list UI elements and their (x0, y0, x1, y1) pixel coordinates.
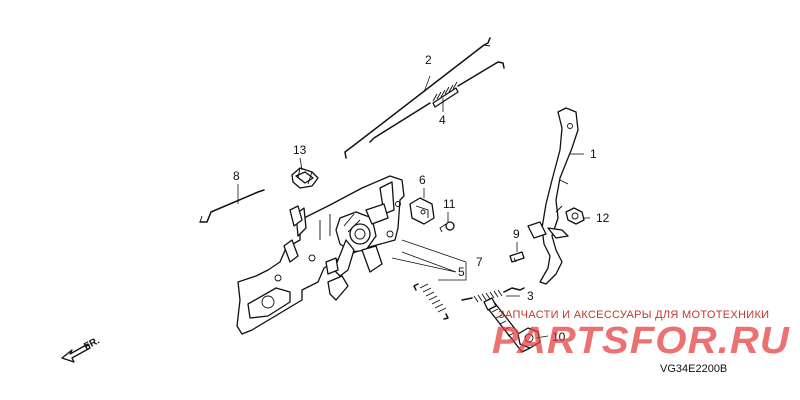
part-11-screw (439, 221, 455, 233)
watermark-brand: PARTSFOR.RU (492, 320, 791, 362)
part-2-rod (344, 37, 491, 159)
callout-12: 12 (596, 211, 610, 225)
callout-11: 11 (443, 197, 456, 211)
part-5-spring-b (461, 287, 525, 303)
callout-2: 2 (425, 53, 432, 67)
direction-label: FR. (82, 335, 102, 352)
leader-lines (237, 75, 590, 339)
callout-9: 9 (513, 227, 520, 241)
diagram-code: VG34E2200B (660, 363, 727, 375)
front-direction-arrow-icon: FR. (61, 335, 102, 363)
part-4-spring-rod (369, 61, 505, 143)
watermark-tagline: ЗАПЧАСТИ И АКСЕССУАРЫ ДЛЯ МОТОТЕХНИКИ (498, 309, 769, 321)
part-6-clamp (409, 197, 435, 225)
part-1-lever (527, 107, 579, 285)
watermark: ЗАПЧАСТИ И АКСЕССУАРЫ ДЛЯ МОТОТЕХНИКИ PA… (492, 309, 791, 362)
callout-6: 6 (419, 173, 426, 187)
callout-3: 3 (527, 289, 534, 303)
callout-5a: 5 (458, 265, 465, 279)
part-9-pin (509, 251, 525, 263)
control-levers (325, 203, 389, 301)
callout-4: 4 (439, 113, 446, 127)
callout-10: 10 (552, 330, 566, 344)
part-10-nut (517, 327, 541, 349)
callout-labels: 1 2 3 4 5 5 6 7 8 9 10 11 12 13 (233, 53, 610, 344)
callout-7: 7 (476, 255, 483, 269)
part-13-clip (291, 167, 319, 189)
callout-8: 8 (233, 169, 240, 183)
part-8-rod (199, 189, 265, 223)
part-12-nut (565, 207, 585, 225)
callout-13: 13 (293, 143, 307, 157)
callout-1: 1 (590, 147, 597, 161)
part-5-spring-a (413, 283, 449, 320)
